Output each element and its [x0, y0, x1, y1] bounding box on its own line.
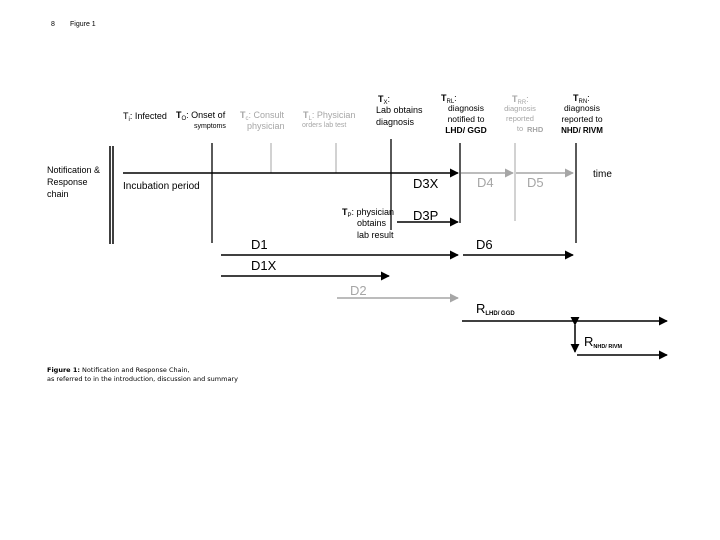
d5-label: D5 — [527, 175, 544, 190]
tp-label: TP: physician — [342, 207, 395, 219]
trl-label-3: LHD/ GGD — [445, 125, 487, 135]
trn-label: TRN: — [573, 93, 590, 105]
trl-label: TRL: — [441, 93, 457, 105]
d6-label: D6 — [476, 237, 493, 252]
tp-label-2: obtains lab result — [357, 218, 394, 240]
page-number: 8 — [51, 21, 55, 28]
tc-label: Tc: Consult — [240, 110, 285, 122]
tx-label: TX: — [378, 94, 391, 106]
r-nhd-label: RNHD/ RIVM — [584, 334, 623, 350]
tx-label-2: Lab obtains diagnosis — [376, 105, 423, 128]
incubation-label: Incubation period — [123, 181, 200, 192]
ti-label: Ti: Infected — [123, 111, 167, 123]
figure-caption-line2: as referred to in the introduction, disc… — [47, 375, 238, 383]
d1x-label: D1X — [251, 258, 277, 273]
d3x-label: D3X — [413, 176, 439, 191]
tl-label-2: orders lab test — [302, 122, 347, 129]
trr-label-2: diagnosis reported to — [504, 104, 536, 133]
figure-caption: Figure 1: Notification and Response Chai… — [47, 366, 190, 374]
to-label: TO: Onset of — [176, 110, 226, 122]
trr-label-3: RHD — [527, 125, 544, 134]
d1-label: D1 — [251, 237, 268, 252]
chain-label: Notification & Response chain — [47, 165, 101, 200]
d2-label: D2 — [350, 283, 367, 298]
trr-label: TRR: — [512, 94, 529, 106]
d3p-label: D3P — [413, 208, 439, 223]
trn-label-2: diagnosis reported to — [561, 103, 603, 124]
to-label-2: symptoms — [194, 123, 226, 130]
figure-label: Figure 1 — [70, 21, 96, 28]
tl-label: TL: Physician — [303, 110, 356, 122]
r-lhd-label: RLHD/ GGD — [476, 301, 515, 317]
d4-label: D4 — [477, 175, 494, 190]
tc-label-2: physician — [247, 121, 285, 131]
time-label: time — [593, 169, 612, 180]
trn-label-3: NHD/ RIVM — [561, 126, 603, 135]
trl-label-2: diagnosis notified to — [447, 103, 485, 124]
